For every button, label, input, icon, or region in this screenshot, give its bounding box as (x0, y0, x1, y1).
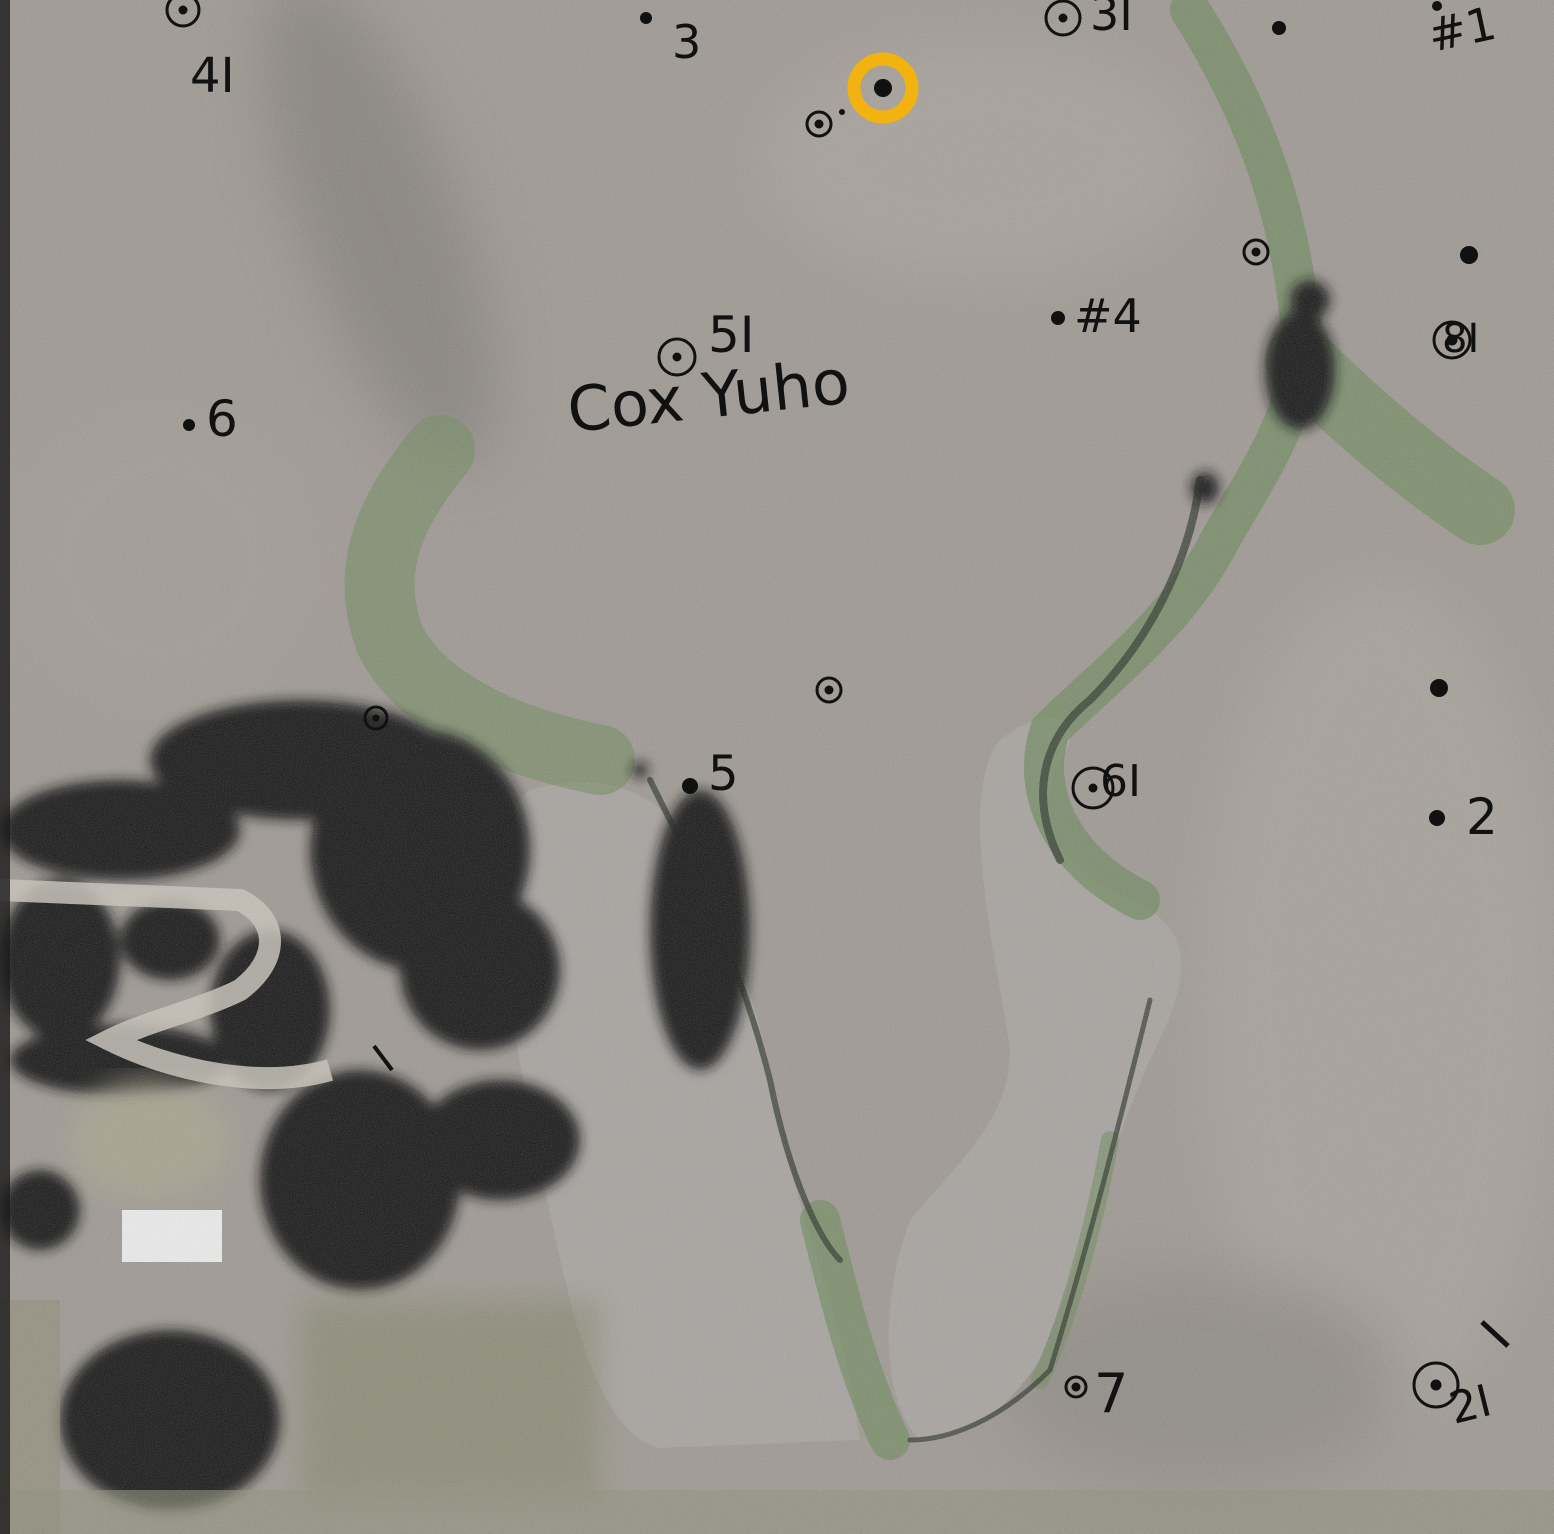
circled-dot-61[interactable] (1071, 766, 1115, 810)
yellow-ring-marker[interactable] (847, 52, 919, 124)
map-labels: 4I 3 3I #1 5I Cox Yuho #4 8I 6 5 6I 2 7 … (190, 0, 1501, 1435)
circled-dot-top-center[interactable] (805, 110, 833, 138)
circled-dot-7[interactable] (1064, 1375, 1088, 1399)
circled-dot-31[interactable] (1044, 0, 1082, 37)
dot-small-a (839, 109, 845, 115)
tick-mark-2 (372, 1044, 394, 1072)
label-4: #4 (1074, 289, 1142, 343)
dot-2[interactable] (1429, 810, 1445, 826)
dot-right-upper[interactable] (1460, 246, 1478, 264)
map-markers (165, 0, 1510, 1409)
circled-dot-center[interactable] (815, 676, 843, 704)
label-6: 6 (206, 390, 238, 448)
dot-1[interactable] (1432, 1, 1442, 11)
label-3: 3 (672, 15, 701, 69)
label-41: 4I (190, 48, 235, 104)
circled-dot-upper-right[interactable] (1242, 238, 1270, 266)
dot-top-stream[interactable] (1272, 21, 1286, 35)
label-2: 2 (1466, 788, 1498, 846)
label-31: 3I (1090, 0, 1133, 41)
dot-3[interactable] (640, 12, 652, 24)
label-51: 5I (708, 306, 755, 364)
dot-5[interactable] (682, 778, 698, 794)
label-61: 6I (1100, 756, 1141, 807)
tick-mark (1480, 1320, 1510, 1348)
scan-edge (0, 0, 10, 1534)
dot-6[interactable] (183, 419, 195, 431)
circled-dot-41[interactable] (165, 0, 201, 28)
dot-right-mid[interactable] (1430, 679, 1448, 697)
circled-dot-tree-edge[interactable] (363, 705, 389, 731)
dot-4[interactable] (1051, 311, 1065, 325)
circled-dot-51[interactable] (657, 337, 697, 377)
label-81: 8I (1442, 316, 1479, 362)
circled-dot-81[interactable] (1432, 320, 1472, 360)
label-5: 5 (708, 746, 739, 802)
label-7: 7 (1094, 1362, 1128, 1425)
circled-dot-21[interactable] (1412, 1361, 1460, 1409)
